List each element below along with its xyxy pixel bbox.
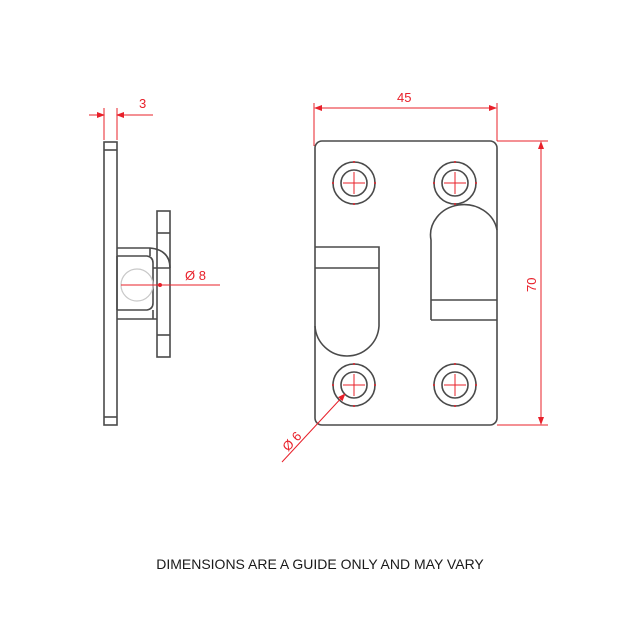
hole-bottom-left [332, 363, 376, 407]
disclaimer-note: DIMENSIONS ARE A GUIDE ONLY AND MAY VARY [156, 556, 484, 572]
side-back-flange [156, 210, 171, 358]
side-hook-upper-arm [117, 247, 171, 269]
front-view: 45 70 Ø 6 [279, 90, 548, 463]
hole-diameter-dimension-label: Ø 6 [279, 428, 304, 454]
height-dimension-label: 70 [524, 278, 539, 292]
right-slot [429, 203, 498, 320]
side-main-plate [103, 141, 118, 426]
left-slot [314, 246, 380, 357]
hole-diameter-leader [281, 393, 346, 463]
hook-diameter-dimension-label: Ø 8 [185, 268, 206, 283]
width-dimension-label: 45 [397, 90, 411, 105]
hook-diameter-leader-dot [158, 283, 162, 287]
thickness-dimension-label: 3 [139, 96, 146, 111]
hole-bottom-right [433, 363, 477, 407]
front-plate-outline [314, 140, 498, 426]
side-view: 3 Ø 8 [89, 96, 220, 426]
hole-top-left [332, 161, 376, 205]
side-hook-lower-arm [117, 302, 157, 320]
hole-top-right [433, 161, 477, 205]
